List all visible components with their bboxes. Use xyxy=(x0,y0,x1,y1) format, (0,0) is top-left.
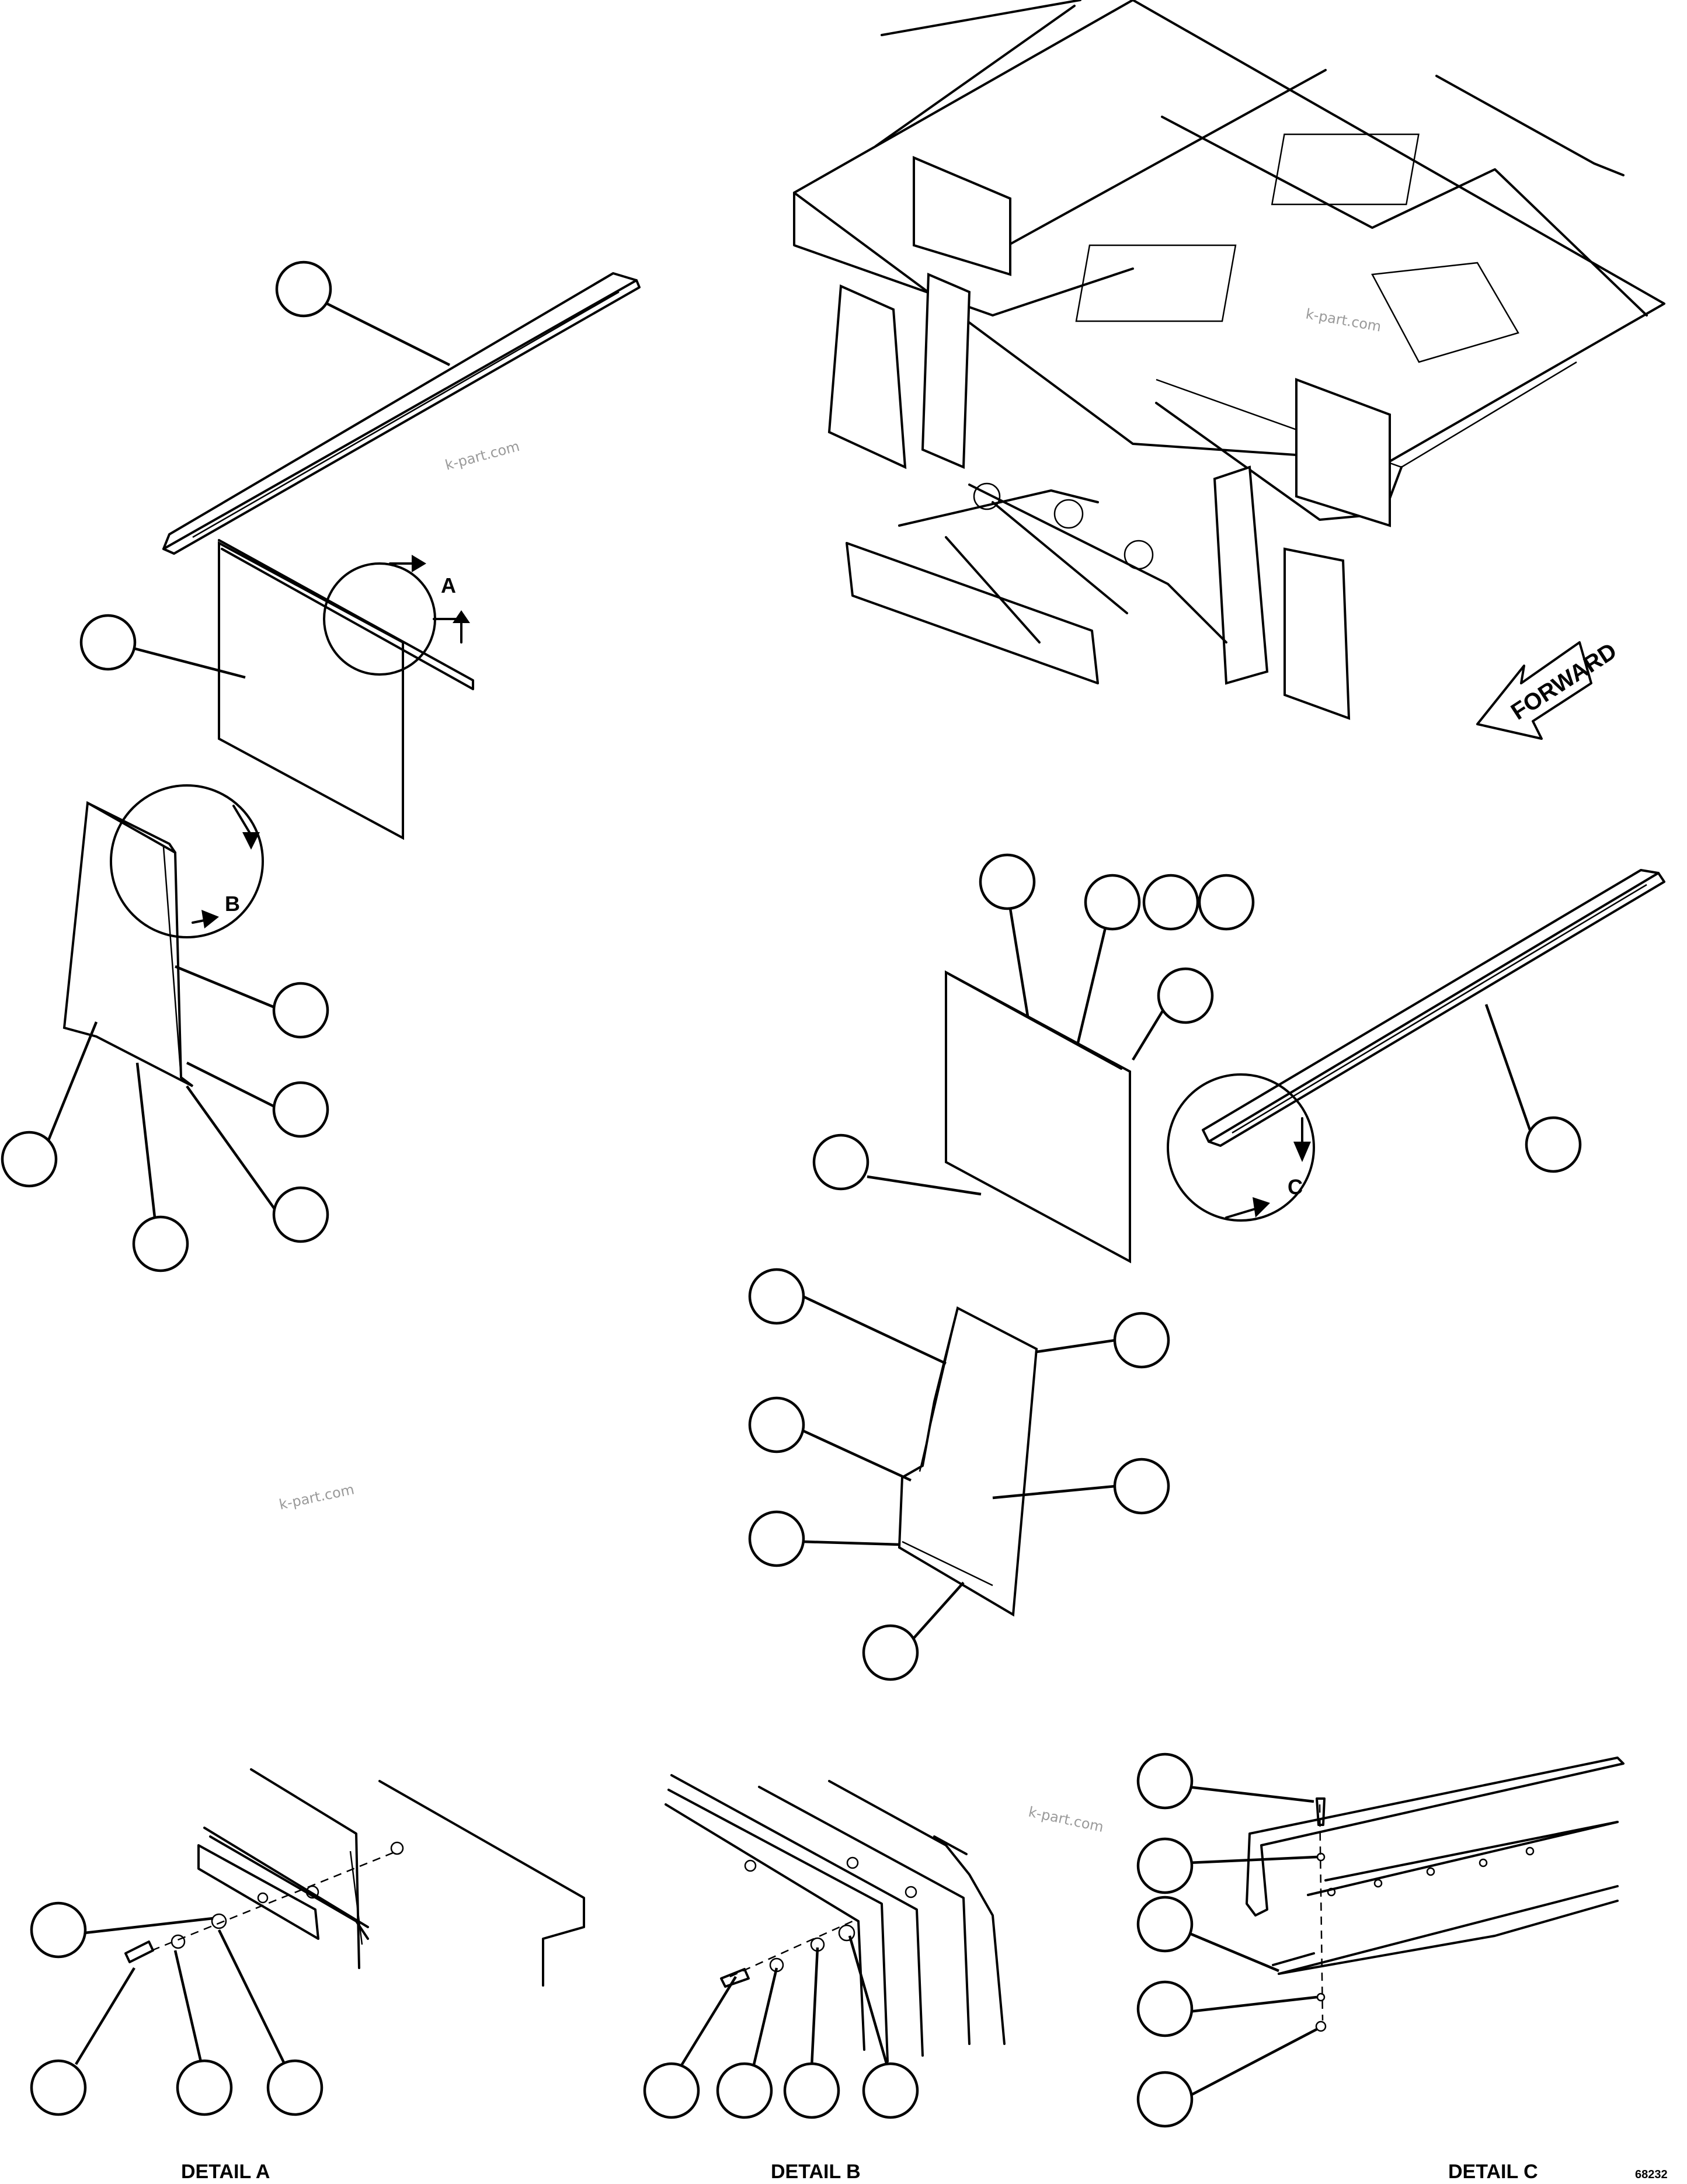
detail-c-marker: C xyxy=(1288,1175,1303,1199)
callout-balloon xyxy=(979,853,1036,910)
callout-balloon xyxy=(1157,967,1214,1024)
side-panel-center xyxy=(898,1306,1038,1617)
callout-balloon xyxy=(275,260,332,318)
callout-balloon xyxy=(716,2062,773,2119)
callout-balloon xyxy=(748,1510,805,1567)
watermark: k-part.com xyxy=(1027,1803,1105,1835)
callout-balloon xyxy=(272,982,329,1039)
callout-balloon xyxy=(176,2059,233,2116)
callout-balloon xyxy=(1136,1980,1194,2037)
rail-right: C xyxy=(1167,869,1665,1222)
detail-c-caption: DETAIL C xyxy=(1448,2161,1538,2183)
drawing-number: 68232 xyxy=(1635,2168,1668,2181)
callout-balloon xyxy=(266,2059,324,2116)
callout-balloon xyxy=(272,1081,329,1138)
watermark: k-part.com xyxy=(1305,305,1383,335)
panel-with-detail-a: A xyxy=(218,539,474,840)
watermark: k-part.com xyxy=(277,1481,356,1513)
callout-balloon xyxy=(862,2062,919,2119)
callout-balloon xyxy=(1136,1837,1194,1894)
side-panel-left: B xyxy=(62,784,264,1087)
callout-balloon xyxy=(748,1268,805,1325)
detail-a-caption: DETAIL A xyxy=(181,2161,270,2183)
detail-b-caption: DETAIL B xyxy=(771,2161,861,2183)
callout-balloon xyxy=(783,2062,840,2119)
forward-arrow-icon: FORWARD xyxy=(1476,638,1622,740)
main-assembly xyxy=(793,0,1665,720)
callout-balloon xyxy=(1113,1458,1170,1515)
callout-balloon xyxy=(79,614,137,671)
rail-upper-left xyxy=(162,272,641,555)
callout-balloon xyxy=(132,1215,189,1272)
callout-balloon xyxy=(1525,1116,1582,1173)
callout-balloon xyxy=(1084,874,1141,931)
panel-center xyxy=(945,970,1131,1264)
callout-balloon xyxy=(1198,874,1255,931)
callout-balloon xyxy=(812,1133,869,1191)
detail-a-marker: A xyxy=(441,573,456,597)
detail-a-view: DETAIL A xyxy=(124,1768,585,2183)
callout-balloon xyxy=(272,1186,329,1243)
callout-balloon xyxy=(748,1396,805,1453)
callout-balloon xyxy=(30,2059,87,2116)
callout-balloon xyxy=(1113,1312,1170,1369)
callout-balloon xyxy=(30,1901,87,1959)
callout-balloon xyxy=(1136,1752,1194,1810)
detail-c-view: DETAIL C 68232 xyxy=(1246,1757,1668,2183)
detail-b-view: DETAIL B xyxy=(665,1774,1006,2183)
callout-balloon xyxy=(1,1131,58,1188)
detail-b-marker: B xyxy=(225,892,240,916)
watermark: k-part.com xyxy=(443,438,521,474)
callout-balloon xyxy=(862,1624,919,1681)
callout-balloon xyxy=(1136,2071,1194,2128)
callout-balloon xyxy=(643,2062,700,2119)
callout-balloon xyxy=(1136,1896,1194,1953)
callout-balloon xyxy=(1142,874,1199,931)
